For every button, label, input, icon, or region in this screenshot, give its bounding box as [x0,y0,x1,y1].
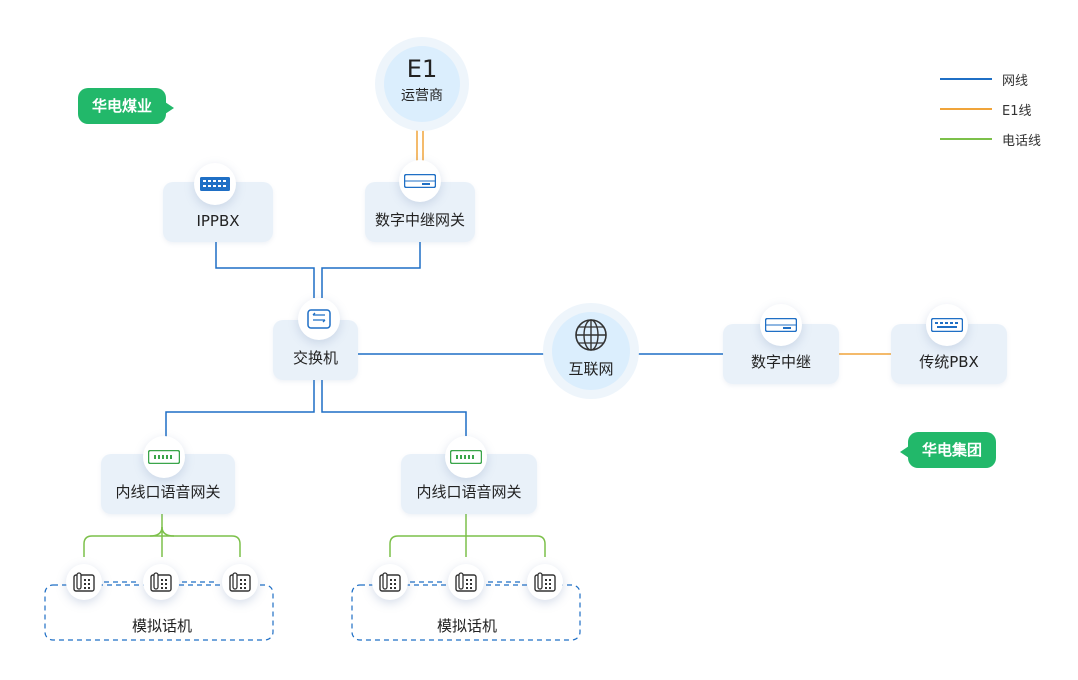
legend-swatch-lan [940,78,992,80]
legend-swatch-phone [940,138,992,140]
lan-switch-gw-right [321,380,467,438]
legend-item-phone: 电话线 [940,124,1041,154]
phone-icon [527,564,563,600]
trunk-device-icon [760,304,802,346]
node-internet[interactable]: 互联网 [551,318,631,379]
pbx-device-icon [926,304,968,346]
phone-group-left-label: 模拟话机 [131,617,192,635]
node-ippbx-label: IPPBX [196,212,240,230]
phone-group-right-frame [351,584,581,641]
phone-icon [143,564,179,600]
legend-label-e1: E1线 [1002,103,1032,119]
voice-gateway-icon [143,436,185,478]
gateway-device-icon [399,160,441,202]
e1-subtitle: 运营商 [401,88,443,104]
node-voice-gateway-right-label: 内线口语音网关 [416,483,522,501]
phone-group-right-label: 模拟话机 [436,617,497,635]
lan-gateway-switch [321,242,421,298]
node-switch[interactable]: 交换机 [273,320,358,380]
node-switch-label: 交换机 [292,349,338,367]
tag-huadian-group: 华电集团 [899,432,997,468]
tag-huadian-coal: 华电煤业 [78,88,175,124]
lan-ippbx-switch [215,242,315,298]
lan-switch-gw-left [165,380,315,438]
phone-icon [66,564,102,600]
phone-icon [372,564,408,600]
phone-icon [448,564,484,600]
legend: 网线 E1线 电话线 [940,64,1041,154]
node-voice-gateway-left-label: 内线口语音网关 [115,483,221,501]
legend-label-phone: 电话线 [1002,133,1042,149]
legend-label-lan: 网线 [1002,73,1029,89]
node-digital-gateway-label: 数字中继网关 [374,211,465,229]
e1-cloud: E1 运营商 [382,56,462,105]
e1-title: E1 [406,55,438,83]
node-legacy-pbx-label: 传统PBX [919,353,979,371]
phone-group-left-frame [44,584,274,641]
node-digital-trunk-label: 数字中继 [750,353,811,371]
node-internet-label: 互联网 [568,360,614,378]
switch-icon [298,298,340,340]
server-rack-icon [194,163,236,205]
legend-item-e1: E1线 [940,94,1041,124]
legend-swatch-e1 [940,108,992,110]
voice-gateway-icon [445,436,487,478]
globe-icon [575,319,607,351]
phone-icon [222,564,258,600]
legend-item-lan: 网线 [940,64,1041,94]
